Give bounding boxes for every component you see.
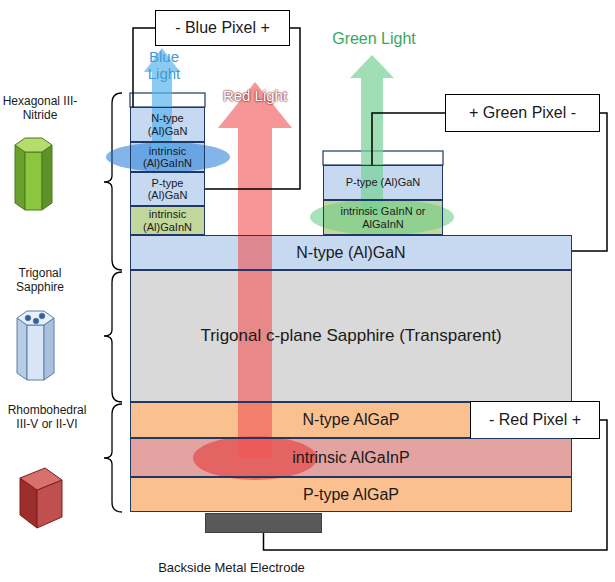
semiconductor-layer: Trigonal c-plane Sapphire (Transparent) (130, 270, 572, 402)
layer-label: Trigonal c-plane Sapphire (Transparent) (200, 327, 501, 346)
semiconductor-layer: intrinsic (Al)GaInN (130, 142, 205, 172)
crystal-label: Trigonal Sapphire (0, 267, 80, 295)
hexagonal-crystal-icon (15, 138, 52, 210)
wire (205, 28, 300, 189)
light-label: Red Light (220, 87, 290, 104)
semiconductor-layer: P-type AlGaP (130, 477, 572, 512)
light-label: Blue Light (136, 48, 192, 83)
semiconductor-layer: N-type (Al)GaN (130, 107, 205, 142)
layer-label: intrinsic GaInN or AlGaInN (327, 205, 439, 229)
layer-fill (130, 235, 572, 270)
crystal-label: Hexagonal III-Nitride (0, 95, 80, 123)
semiconductor-layer: P-type (Al)GaN (323, 165, 443, 200)
wire (372, 113, 445, 165)
layer-label: - Red Pixel + (489, 411, 581, 429)
layer-fill (130, 172, 205, 206)
layer-label: Backside Metal Electrode (158, 561, 305, 575)
pixel-terminal-box: + Green Pixel - (445, 94, 600, 132)
layer-label: - Blue Pixel + (175, 19, 270, 37)
layer-label: N-type (Al)GaN (296, 244, 405, 262)
layer-label: P-type (Al)GaN (346, 176, 421, 188)
layer-label: intrinsic AlGaInP (292, 449, 409, 467)
layer-label: N-type AlGaP (303, 411, 400, 429)
light-label: Green Light (332, 30, 416, 48)
pixel-terminal-box: - Blue Pixel + (155, 10, 290, 46)
layer-label: + Green Pixel - (469, 104, 576, 122)
metal-electrode: Backside Metal Electrode (205, 513, 322, 533)
layer-label: N-type (Al)GaN (134, 112, 201, 136)
layer-label: P-type AlGaP (303, 486, 399, 504)
semiconductor-layer: N-type (Al)GaN (130, 235, 572, 270)
pixel-terminal-box: - Red Pixel + (470, 401, 600, 439)
layer-fill (130, 270, 572, 402)
layer-fill (130, 206, 205, 235)
trigonal-crystal-icon (17, 311, 54, 380)
wire (572, 113, 607, 251)
layer-label: intrinsic (Al)GaInN (134, 145, 201, 169)
rhombohedral-crystal-icon (20, 468, 62, 528)
semiconductor-layer: P-type (Al)GaN (130, 172, 205, 206)
semiconductor-layer: intrinsic (Al)GaInN (130, 206, 205, 235)
emission-ellipse (106, 142, 230, 172)
layer-fill (130, 477, 572, 512)
semiconductor-layer: intrinsic AlGaInP (130, 438, 572, 477)
crystal-label: Rhombohedral III-V or II-VI (0, 404, 94, 432)
layer-label: P-type (Al)GaN (134, 177, 201, 201)
layer-label: intrinsic (Al)GaInN (134, 208, 201, 232)
semiconductor-layer: intrinsic GaInN or AlGaInN (323, 200, 443, 235)
